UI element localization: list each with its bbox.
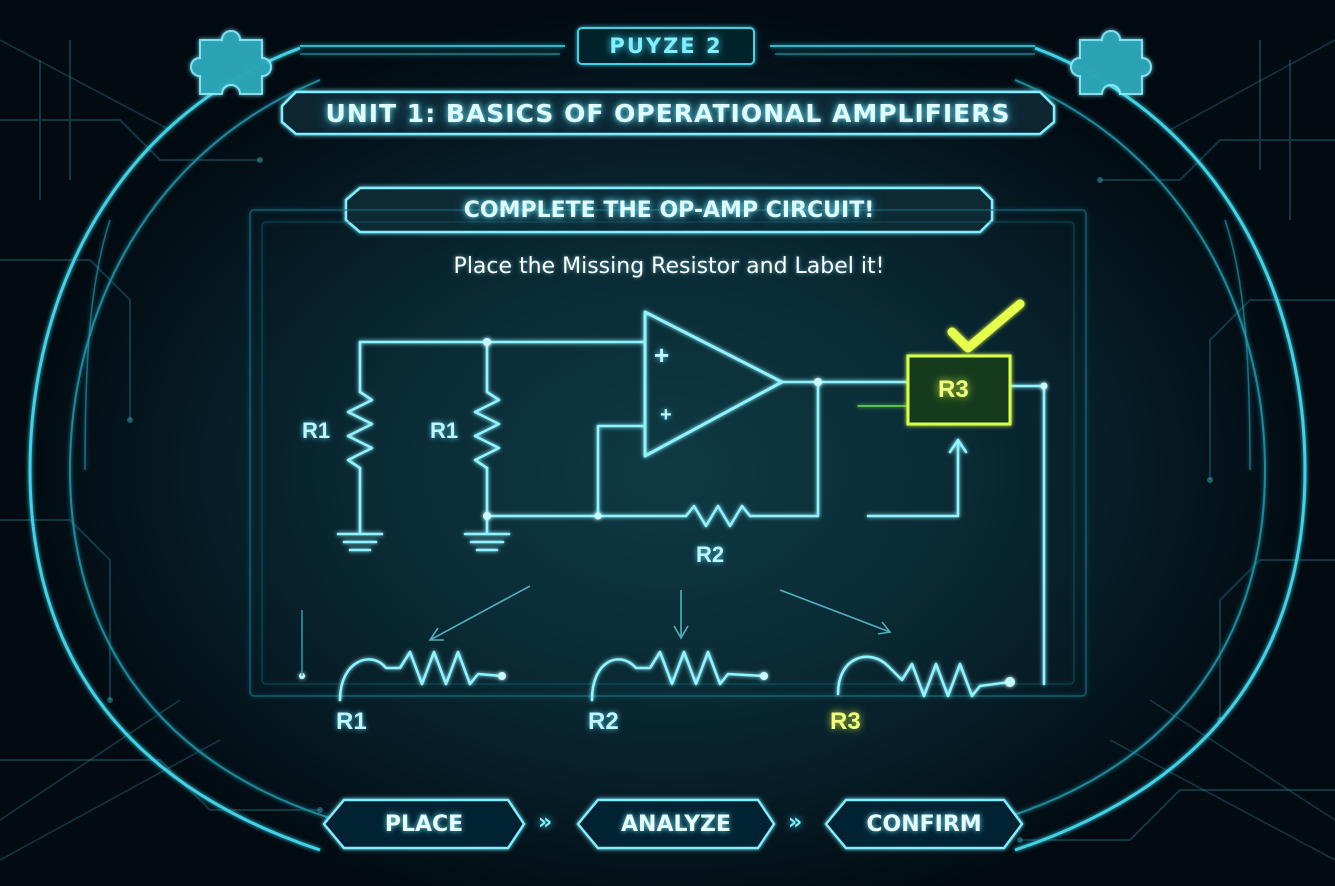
puzzle-piece-right-icon	[1070, 30, 1152, 95]
tray-resistor-2-symbol	[590, 650, 766, 702]
unit-title: UNIT 1: BASICS OF OPERATIONAL AMPLIFIERS	[325, 98, 1011, 128]
resistor-left-1-symbol	[346, 390, 374, 470]
resistor-left-1-label: R1	[302, 418, 331, 443]
feedback-resistor-label: R2	[696, 542, 725, 567]
place-button-shape	[322, 798, 526, 850]
check-icon	[947, 299, 1025, 353]
frame-arc-right-outer	[1014, 46, 1307, 852]
resistor-feedback-symbol	[684, 504, 752, 528]
task-subtitle: Place the Missing Resistor and Label it!	[453, 253, 885, 279]
analyze-button[interactable]: ANALYZE	[621, 811, 731, 837]
tray-item-r2[interactable]: R2	[588, 708, 619, 735]
frame-arc-left-inner	[68, 79, 331, 819]
tray-resistor-1-symbol	[338, 650, 504, 702]
target-slot-frame	[906, 354, 1012, 426]
tray-item-r3[interactable]: R3	[830, 708, 861, 735]
tray-resistor-3-symbol	[836, 655, 1012, 698]
ground-right-icon	[463, 514, 511, 552]
resistor-left-2-symbol	[473, 390, 501, 470]
place-button[interactable]: PLACE	[384, 811, 464, 837]
step-separator-2: »	[788, 810, 803, 835]
opamp-triangle	[643, 310, 784, 458]
puzzle-piece-left-icon	[190, 30, 272, 95]
resistor-left-2-label: R1	[430, 418, 459, 443]
task-title: COMPLETE THE OP-AMP CIRCUIT!	[463, 197, 875, 223]
analyze-button-shape	[576, 798, 776, 850]
opamp-plus-top: +	[654, 340, 670, 370]
opamp-plus-bottom: +	[660, 404, 672, 426]
step-separator-1: »	[538, 810, 553, 835]
ground-left-icon	[336, 518, 384, 552]
frame-arc-left-outer	[28, 46, 321, 852]
confirm-button[interactable]: CONFIRM	[866, 811, 982, 837]
confirm-button-shape	[824, 798, 1024, 850]
puzzle-tag: PUYZE 2	[609, 34, 723, 58]
tray-item-r1[interactable]: R1	[336, 708, 367, 735]
frame-arc-right-inner	[1004, 79, 1267, 819]
target-slot-label[interactable]: R3	[938, 376, 969, 403]
